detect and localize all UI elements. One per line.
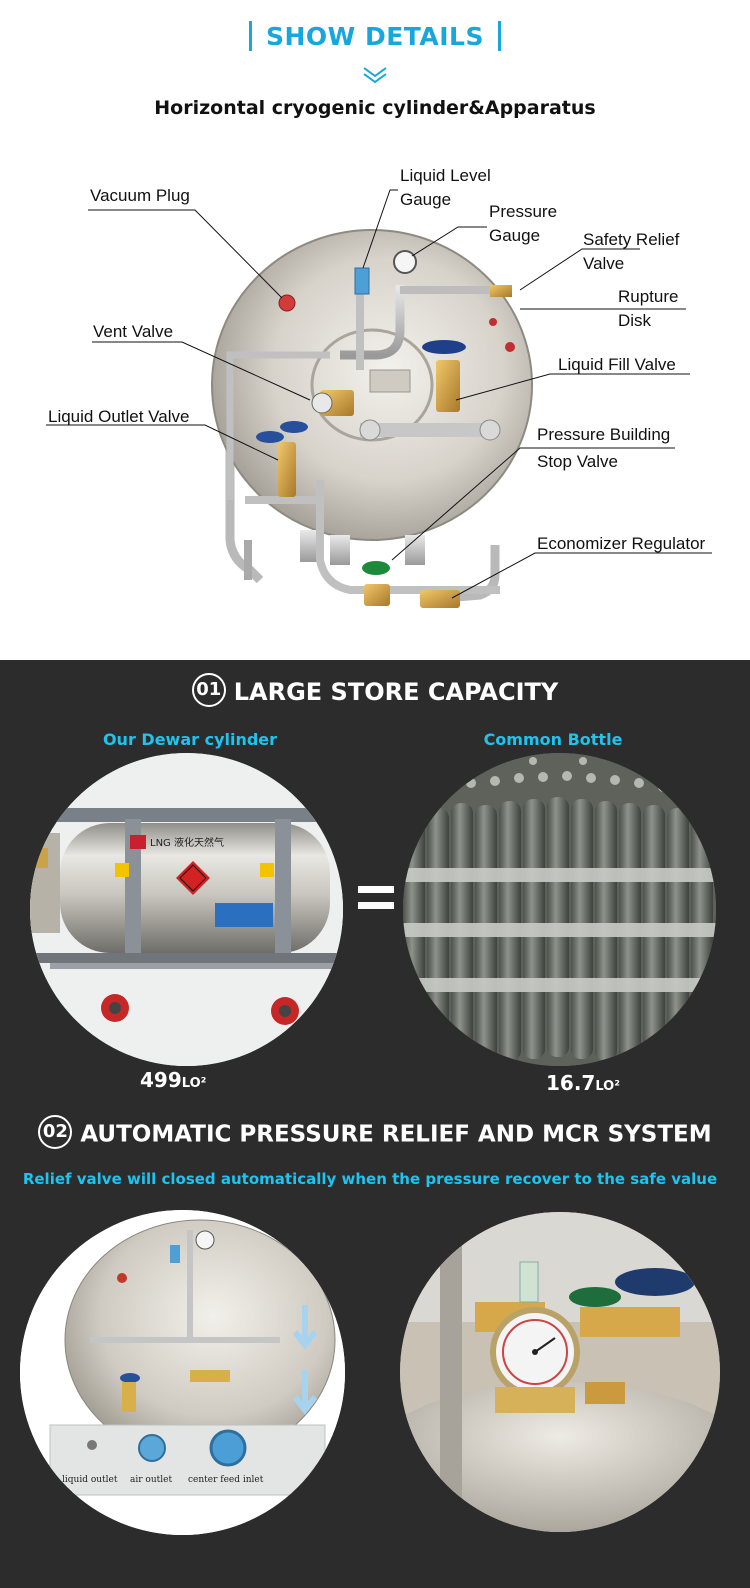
dewar-caption: Our Dewar cylinder: [102, 730, 278, 749]
section-01-number: 01: [191, 673, 226, 707]
label-pressure-building-line2: Stop Valve: [537, 452, 618, 471]
dewar-capacity: 499LO²: [140, 1068, 206, 1092]
equals-sign: [358, 886, 394, 918]
label-liquid-level-gauge-line1: Liquid Level: [400, 166, 491, 185]
bottle-capacity-value: 16.7: [546, 1071, 596, 1095]
bottle-capacity: 16.7LO²: [546, 1071, 620, 1095]
relief-system-photo: liquid outlet air outlet center feed inl…: [20, 1210, 345, 1535]
label-liquid-outlet-valve: Liquid Outlet Valve: [48, 407, 190, 426]
tank-ports-illustration: liquid outlet air outlet center feed inl…: [20, 1210, 345, 1535]
section-02-heading: 02 AUTOMATIC PRESSURE RELIEF AND MCR SYST…: [0, 1115, 750, 1152]
regulator-illustration: [400, 1212, 720, 1532]
label-vacuum-plug: Vacuum Plug: [90, 186, 190, 205]
gas-bottles-illustration: [403, 753, 716, 1066]
dewar-capacity-value: 499: [140, 1068, 182, 1092]
show-details-heading: SHOW DETAILS: [0, 21, 750, 53]
label-pressure-gauge-line2: Gauge: [489, 226, 541, 245]
section-02-title: AUTOMATIC PRESSURE RELIEF AND MCR SYSTEM: [80, 1121, 712, 1148]
dewar-capacity-unit: LO²: [181, 1076, 207, 1091]
label-pressure-building-line1: Pressure Building: [537, 425, 671, 444]
label-rupture-disk-line2: Disk: [618, 311, 652, 330]
regulator-photo: [400, 1212, 720, 1532]
label-vent-valve: Vent Valve: [93, 322, 174, 341]
dewar-photo: LNG 液化天然气: [30, 753, 343, 1066]
port-liquid-outlet-label: liquid outlet: [62, 1475, 118, 1485]
cylinder-label: LNG 液化天然气: [150, 836, 224, 849]
relief-description: Relief valve will closed automatically w…: [22, 1170, 718, 1188]
label-liquid-level-gauge-line2: Gauge: [400, 190, 452, 209]
title-bar-left: [249, 21, 252, 51]
common-bottle-photo: [403, 753, 716, 1066]
label-rupture-disk-line1: Rupture: [618, 287, 679, 306]
common-bottle-caption: Common Bottle: [483, 730, 623, 749]
label-economizer-regulator: Economizer Regulator: [537, 534, 706, 553]
bottle-capacity-unit: LO²: [595, 1079, 620, 1094]
subtitle: Horizontal cryogenic cylinder&Apparatus: [154, 97, 596, 119]
title-bar-right: [498, 21, 501, 51]
chevron-down-icon: [363, 67, 387, 84]
label-safety-relief-line2: Valve: [583, 254, 625, 273]
section-01-title: LARGE STORE CAPACITY: [233, 678, 559, 706]
show-details-text: SHOW DETAILS: [266, 22, 484, 51]
cylinder-diagram: [46, 189, 712, 608]
port-center-feed-inlet-label: center feed inlet: [188, 1475, 264, 1485]
label-liquid-fill-valve: Liquid Fill Valve: [558, 355, 676, 374]
label-pressure-gauge-line1: Pressure: [489, 202, 558, 221]
details-section: SHOW DETAILS Horizontal cryogenic cylind…: [0, 0, 750, 660]
dewar-cylinder-illustration: LNG 液化天然气: [30, 753, 343, 1066]
port-air-outlet-label: air outlet: [130, 1475, 172, 1485]
section-02-number: 02: [38, 1115, 73, 1149]
label-safety-relief-line1: Safety Relief: [583, 230, 680, 249]
